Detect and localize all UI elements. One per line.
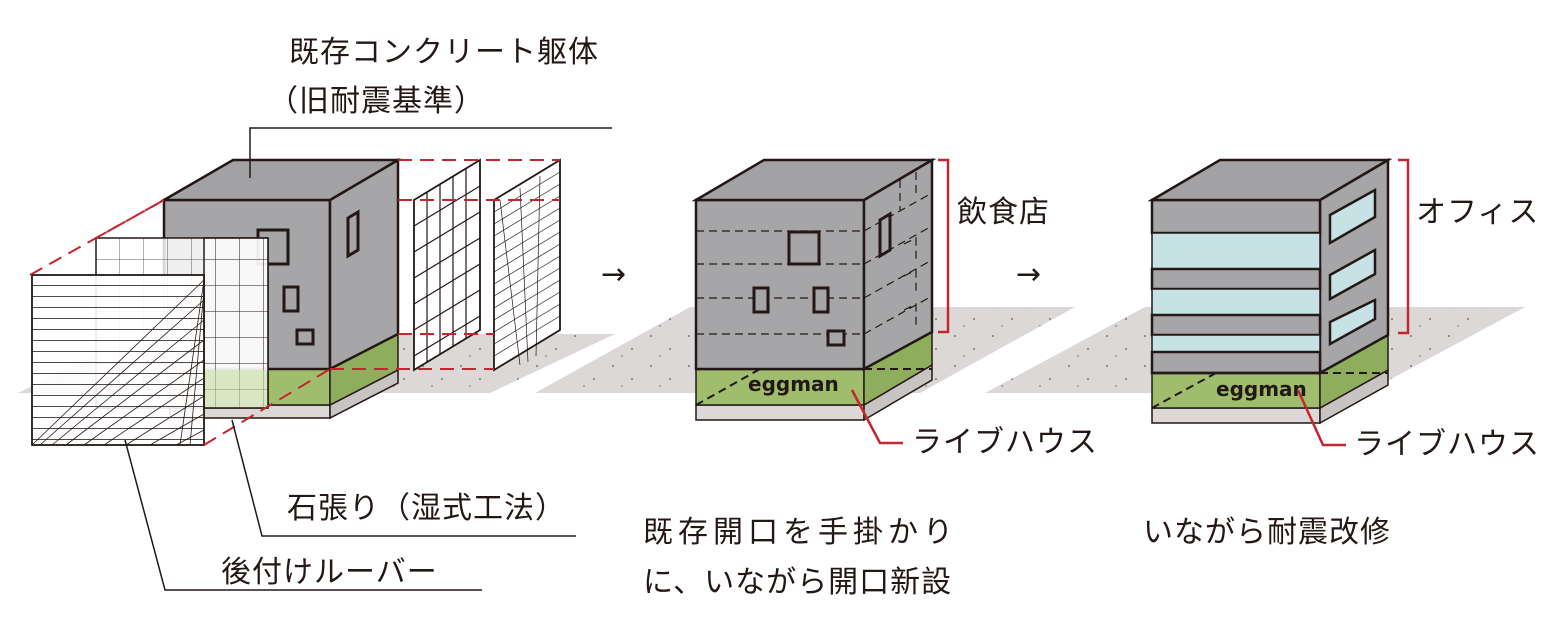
office-glass-1 (1151, 232, 1321, 270)
stone-cladding-label: 石張り（湿式工法） (287, 491, 566, 526)
office-slab-2 (1150, 267, 1322, 291)
live-house-label-2: ライブハウス (1354, 427, 1540, 462)
existing-structure-label-line2: （旧耐震基準） (268, 84, 485, 119)
stage-office: eggman (985, 157, 1525, 447)
leader-louver (124, 439, 482, 591)
sign-1: eggman (748, 372, 839, 396)
office-slab-3 (1150, 313, 1322, 337)
restaurant-bracket (938, 158, 950, 334)
stage2-caption-line1: 既存開口を手掛かり (643, 515, 958, 550)
office-slab-1 (1150, 198, 1322, 235)
office-top (1147, 158, 1393, 202)
existing-structure-label-line1: 既存コンクリート躯体 (289, 35, 599, 70)
office-glass-2 (1151, 288, 1321, 316)
sign-2: eggman (1216, 377, 1307, 401)
stage2-caption-line2: に、いながら開口新設 (643, 565, 953, 600)
stone-panel-side (413, 158, 481, 372)
stage3-caption: いながら耐震改修 (1143, 515, 1391, 550)
arrow-1: → (601, 257, 628, 292)
leader-live-house-2 (1296, 389, 1346, 447)
office-bracket (1398, 158, 1410, 335)
stage-restaurant: eggman (535, 157, 1075, 445)
leader-live-house-1 (850, 389, 903, 445)
office-slab-4 (1150, 350, 1322, 375)
arrow-2: → (1016, 257, 1043, 292)
added-louver-label: 後付けルーバー (221, 555, 438, 590)
louver-panel-side (493, 158, 561, 372)
leader-stone (231, 419, 576, 537)
stage-existing (18, 127, 615, 591)
live-house-label-1: ライブハウス (912, 425, 1098, 460)
office-glass-3 (1151, 334, 1321, 353)
office-label: オフィス (1416, 195, 1540, 230)
leader-existing-structure (249, 127, 612, 178)
restaurant-label: 飲食店 (957, 195, 1050, 230)
